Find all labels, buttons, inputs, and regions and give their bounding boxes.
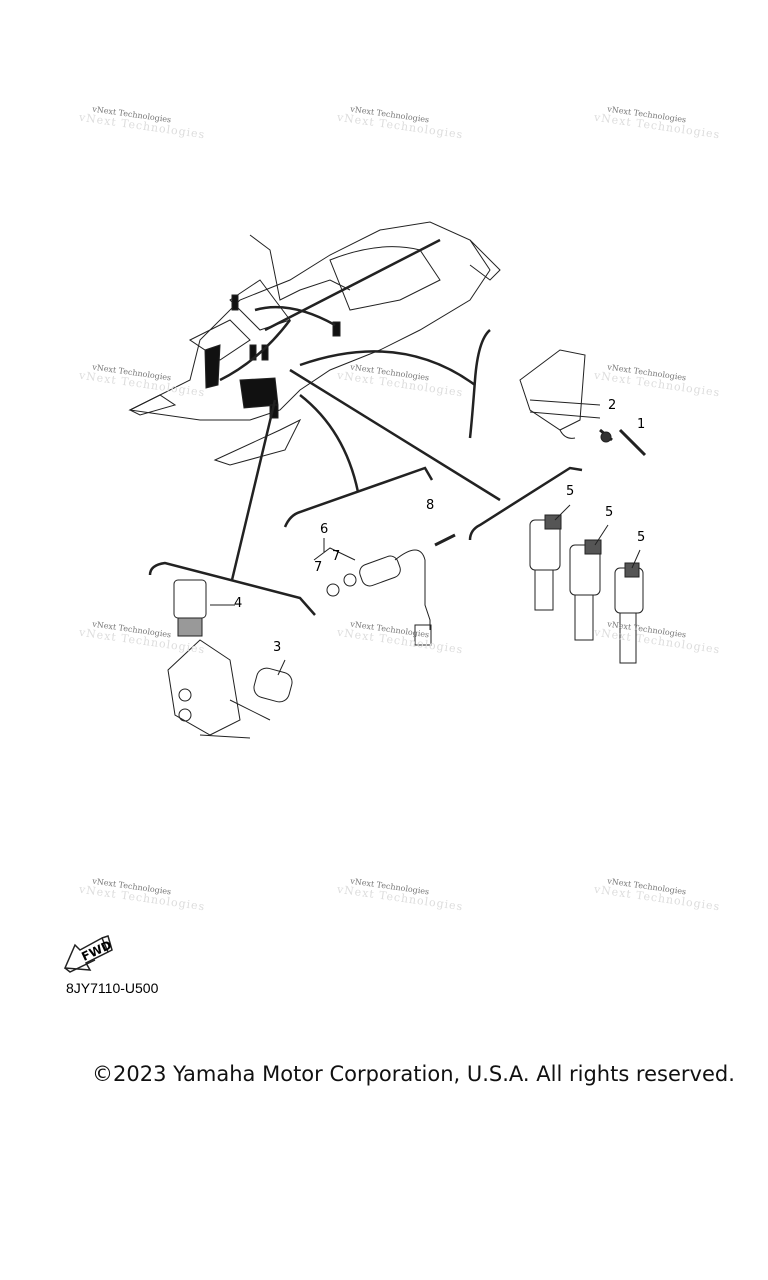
callout-5[interactable]: 5 bbox=[637, 530, 646, 545]
ignition-coils bbox=[529, 504, 644, 664]
snowmobile-illustration bbox=[128, 221, 501, 466]
copyright-notice: ©2023 Yamaha Motor Corporation, U.S.A. A… bbox=[92, 1062, 735, 1086]
callout-2[interactable]: 2 bbox=[608, 398, 617, 413]
fwd-arrow-icon: FWD bbox=[63, 935, 114, 973]
callout-7[interactable]: 7 bbox=[314, 560, 323, 575]
callout-3[interactable]: 3 bbox=[273, 640, 282, 655]
part-bracket bbox=[519, 349, 647, 457]
diagram-code: 8JY7110-U500 bbox=[66, 980, 159, 996]
callout-5[interactable]: 5 bbox=[566, 484, 575, 499]
callout-7[interactable]: 7 bbox=[332, 549, 341, 564]
pressure-sensors bbox=[167, 579, 293, 739]
callout-1[interactable]: 1 bbox=[637, 417, 646, 432]
callout-8[interactable]: 8 bbox=[426, 498, 435, 513]
leader-lines bbox=[148, 329, 583, 616]
callout-4[interactable]: 4 bbox=[234, 596, 243, 611]
sensor-assembly bbox=[313, 533, 456, 646]
callout-5[interactable]: 5 bbox=[605, 505, 614, 520]
callout-6[interactable]: 6 bbox=[320, 522, 329, 537]
